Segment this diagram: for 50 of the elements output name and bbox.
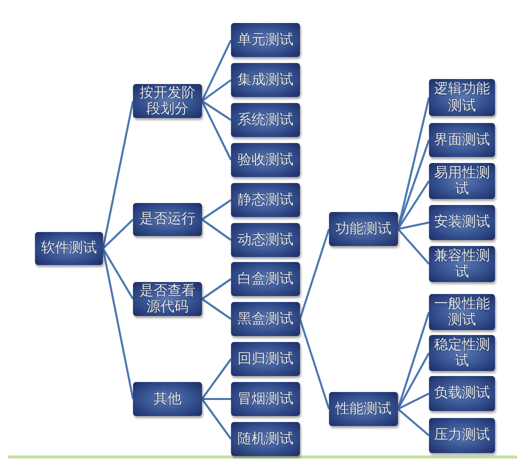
connector-line xyxy=(299,228,330,320)
category-box: 按开发阶段划分 xyxy=(133,84,202,118)
connector-line xyxy=(201,398,232,440)
category-box: 安装测试 xyxy=(429,205,495,240)
connector-line xyxy=(397,408,430,436)
connector-line xyxy=(102,248,134,400)
category-box: 系统测试 xyxy=(231,103,300,137)
category-box: 集成测试 xyxy=(231,63,300,97)
connector-line xyxy=(201,218,232,241)
connector-line xyxy=(397,228,430,265)
category-box: 性能测试 xyxy=(329,392,398,426)
connector-line xyxy=(398,392,430,410)
connector-line xyxy=(299,318,330,410)
category-box: 其他 xyxy=(133,382,202,416)
category-box: 动态测试 xyxy=(231,223,300,257)
connector-line xyxy=(102,248,134,300)
connector-line xyxy=(202,398,231,400)
category-box: 逻辑功能测试 xyxy=(429,79,495,116)
category-box: 易用性测试 xyxy=(429,163,495,199)
connector-line xyxy=(102,100,134,249)
connector-line xyxy=(201,298,232,320)
category-box: 白盒测试 xyxy=(231,262,300,296)
connector-line xyxy=(398,222,430,230)
category-box: 一般性能测试 xyxy=(429,294,495,330)
category-box: 是否运行 xyxy=(133,203,202,236)
category-box: 稳定性测试 xyxy=(429,335,495,371)
category-box: 黑盒测试 xyxy=(231,302,300,336)
connector-line xyxy=(201,100,232,160)
connector-line xyxy=(397,180,430,230)
connector-line xyxy=(397,352,430,410)
category-box: 验收测试 xyxy=(231,143,300,177)
connector-line xyxy=(201,358,232,400)
category-box: 压力测试 xyxy=(429,418,495,453)
connector-line xyxy=(201,199,232,220)
category-box: 负载测试 xyxy=(429,376,495,411)
connector-line xyxy=(201,40,232,102)
connector-line xyxy=(102,218,134,250)
category-box: 随机测试 xyxy=(231,422,300,456)
category-box: 兼容性测试 xyxy=(429,246,495,282)
category-box: 回归测试 xyxy=(231,342,300,376)
category-box: 冒烟测试 xyxy=(231,382,300,416)
category-box: 软件测试 xyxy=(35,232,103,265)
category-box: 功能测试 xyxy=(329,212,398,246)
category-box: 是否查看源代码 xyxy=(133,282,202,316)
category-box: 静态测试 xyxy=(231,183,300,217)
connector-line xyxy=(201,79,232,102)
category-box: 界面测试 xyxy=(429,123,495,157)
category-box: 单元测试 xyxy=(231,23,300,57)
connector-line xyxy=(201,100,232,121)
connector-line xyxy=(201,278,232,300)
